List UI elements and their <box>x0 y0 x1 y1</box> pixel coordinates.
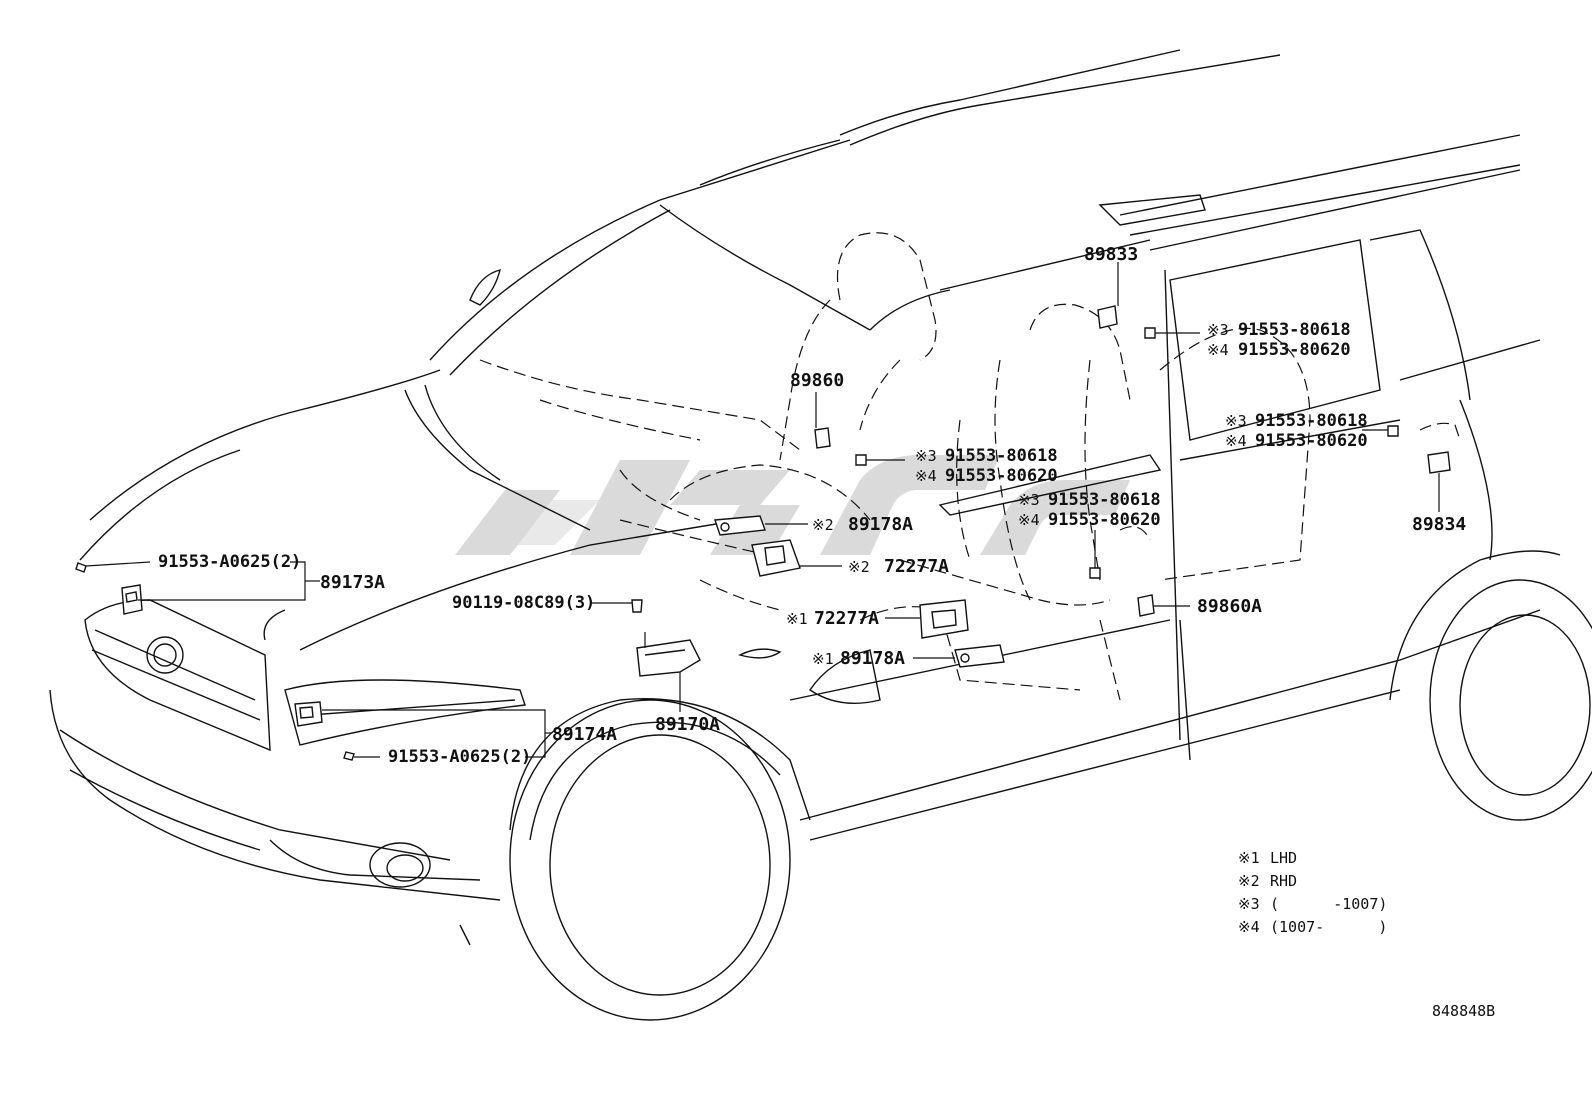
label-b2-80620: 91553-80620 <box>945 466 1058 486</box>
label-b1-80618: 91553-80618 <box>1238 320 1351 340</box>
mark-4-b: ※4 <box>915 467 937 485</box>
mark-3-d: ※3 <box>1018 491 1040 509</box>
legend-mark-1: ※1 <box>1238 849 1260 867</box>
label-72277A-top: 72277A <box>884 556 949 577</box>
part-72277A-top <box>751 539 801 577</box>
part-89170A <box>636 639 701 677</box>
legend-mark-2: ※2 <box>1238 872 1260 890</box>
part-89860A <box>1137 594 1155 617</box>
label-89178A-top: 89178A <box>848 514 913 535</box>
label-89174A: 89174A <box>552 724 617 745</box>
part-72277A-bottom <box>919 599 969 639</box>
legend-text-1: LHD <box>1270 849 1297 867</box>
bolt-89860A-icon <box>1089 567 1101 579</box>
mark-1-b: ※1 <box>812 650 834 668</box>
label-89833: 89833 <box>1084 244 1138 265</box>
part-89178A-bottom <box>954 644 1005 668</box>
label-89860: 89860 <box>790 370 844 391</box>
part-89833 <box>1097 305 1118 329</box>
label-89170A: 89170A <box>655 714 720 735</box>
label-89173A: 89173A <box>320 572 385 593</box>
label-b3-80620: 91553-80620 <box>1255 431 1368 451</box>
vehicle-outline <box>49 49 1592 1021</box>
bolt-89833-icon <box>1144 327 1156 339</box>
legend-text-2: RHD <box>1270 872 1297 890</box>
label-b2-80618: 91553-80618 <box>945 446 1058 466</box>
mark-2-a: ※2 <box>812 516 834 534</box>
bolt-top-left-icon <box>75 562 87 573</box>
legend-mark-4: ※4 <box>1238 918 1260 936</box>
mark-3-a: ※3 <box>1207 321 1229 339</box>
bolt-90119-icon <box>631 599 643 613</box>
label-b4-80620: 91553-80620 <box>1048 510 1161 530</box>
bolt-89860-icon <box>855 454 867 466</box>
mark-4-a: ※4 <box>1207 341 1229 359</box>
legend: ※1 LHD ※2 RHD ※3 ( -1007) ※4 (1007- ) <box>1238 849 1387 936</box>
label-bolt-08c89: 90119-08C89(3) <box>452 593 595 613</box>
legend-text-4: (1007- ) <box>1270 918 1387 936</box>
label-89178A-bottom: 89178A <box>840 648 905 669</box>
legend-mark-3: ※3 <box>1238 895 1260 913</box>
label-89834: 89834 <box>1412 514 1466 535</box>
leader-lines <box>85 262 1440 758</box>
mark-2-b: ※2 <box>848 558 870 576</box>
bolt-bottom-left-icon <box>343 751 355 761</box>
part-89834 <box>1427 451 1451 474</box>
mark-1-a: ※1 <box>786 610 808 628</box>
label-bolt-a0625-bottom: 91553-A0625(2) <box>388 747 531 767</box>
label-89860A: 89860A <box>1197 596 1262 617</box>
labels: 89833 ※3 91553-80618 ※4 91553-80620 8986… <box>158 244 1466 767</box>
legend-text-3: ( -1007) <box>1270 895 1387 913</box>
mark-4-d: ※4 <box>1018 511 1040 529</box>
part-89174A <box>294 701 323 727</box>
part-89173A <box>121 584 143 615</box>
label-72277A-bottom: 72277A <box>814 608 879 629</box>
diagram-id: 848848B <box>1432 1002 1495 1020</box>
label-b4-80618: 91553-80618 <box>1048 490 1161 510</box>
mark-3-c: ※3 <box>1225 412 1247 430</box>
label-bolt-a0625-top: 91553-A0625(2) <box>158 552 301 572</box>
part-89178A-top <box>714 515 766 536</box>
label-b1-80620: 91553-80620 <box>1238 340 1351 360</box>
bolt-89834-icon <box>1387 425 1399 437</box>
label-b3-80618: 91553-80618 <box>1255 411 1368 431</box>
part-89860 <box>814 427 831 449</box>
mark-4-c: ※4 <box>1225 432 1247 450</box>
mark-3-b: ※3 <box>915 447 937 465</box>
